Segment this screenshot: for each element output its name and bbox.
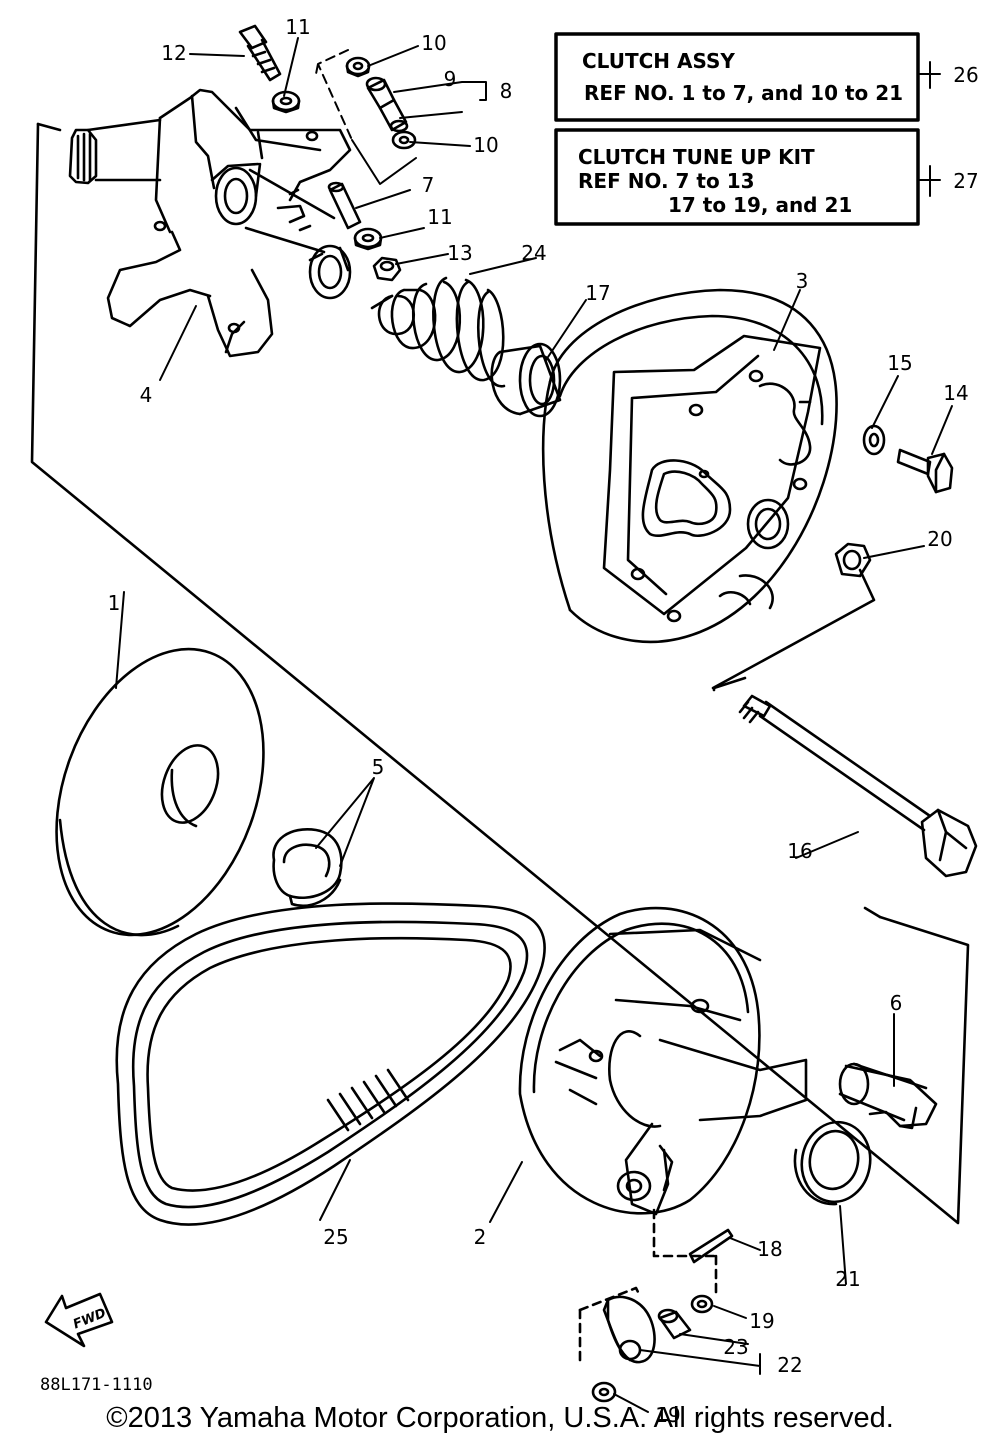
- callout-23: 23: [723, 1335, 748, 1359]
- part-6-sleeve: [838, 1062, 938, 1130]
- leader-lines: [115, 37, 953, 1413]
- callout-19-lower: 19: [655, 1403, 680, 1427]
- assembly-outline: [30, 122, 970, 1225]
- callout-2: 2: [474, 1225, 487, 1249]
- callout-10-top: 10: [421, 31, 446, 55]
- part-19-washer-lower: [591, 1381, 617, 1403]
- callout-4: 4: [140, 383, 153, 407]
- part-5-slider: [272, 828, 343, 907]
- tune-up-kit-refs-2: 17 to 19, and 21: [668, 193, 852, 217]
- callout-9: 9: [444, 67, 457, 91]
- part-10-washer-bottom: [391, 130, 417, 150]
- callout-6: 6: [890, 991, 903, 1015]
- part-9-roller: [365, 76, 409, 133]
- callout-13: 13: [447, 241, 472, 265]
- callout-22: 22: [777, 1353, 802, 1377]
- part-3-cover: [541, 288, 838, 644]
- callout-26: 26: [953, 63, 978, 87]
- part-17-bushing: [490, 342, 562, 418]
- part-23-collar: [657, 1308, 692, 1340]
- callout-3: 3: [796, 269, 809, 293]
- part-10-washer-top: [345, 56, 371, 78]
- part-15-washer: [862, 424, 886, 456]
- part-12-bolt: [238, 24, 282, 82]
- callout-14: 14: [943, 381, 968, 405]
- part-19-washer-upper: [690, 1294, 714, 1314]
- part-21-bushing: [793, 1120, 872, 1206]
- fwd-arrow-icon: [44, 1292, 114, 1348]
- callout-27: 27: [953, 169, 978, 193]
- tune-up-kit-box: [554, 128, 920, 226]
- copyright-notice: ©2013 Yamaha Motor Corporation, U.S.A. A…: [106, 1402, 894, 1434]
- bracket-lines: [315, 49, 417, 185]
- callout-21: 21: [835, 1267, 860, 1291]
- part-22-weight: [578, 1254, 718, 1366]
- part-4-spider: [68, 88, 352, 358]
- part-7-pin: [327, 181, 362, 230]
- part-25-belt: [115, 902, 546, 1226]
- part-13-nut: [372, 256, 402, 282]
- callout-8: 8: [500, 79, 513, 103]
- tune-up-kit-refs-1: REF NO. 7 to 13: [578, 169, 755, 193]
- callout-1: 1: [108, 591, 121, 615]
- clutch-assy-refs: REF NO. 1 to 7, and 10 to 21: [584, 81, 903, 105]
- tune-up-kit-title: CLUTCH TUNE UP KIT: [578, 145, 815, 169]
- callout-11-top: 11: [285, 15, 310, 39]
- part-16-bolt: [738, 694, 978, 878]
- part-1-sheave: [55, 647, 265, 937]
- part-24-spring: [370, 276, 506, 388]
- part-14-bolt: [896, 448, 954, 494]
- part-11-washer-upper: [271, 90, 301, 114]
- callout-24: 24: [521, 241, 546, 265]
- callout-7: 7: [422, 173, 435, 197]
- callout-19-upper: 19: [749, 1309, 774, 1333]
- clutch-assy-box: [554, 32, 920, 122]
- part-11-washer-lower: [353, 227, 383, 251]
- callout-20: 20: [927, 527, 952, 551]
- callout-11-bottom: 11: [427, 205, 452, 229]
- callout-17: 17: [585, 281, 610, 305]
- callout-25: 25: [323, 1225, 348, 1249]
- part-20-nut: [834, 542, 872, 578]
- callout-16: 16: [787, 839, 812, 863]
- callout-5: 5: [372, 755, 385, 779]
- callout-numbers: 1 2 3 4 5 6 7 8 9 10 10 11 11 12 13 14 1…: [108, 15, 979, 1427]
- callout-15: 15: [887, 351, 912, 375]
- callout-18: 18: [757, 1237, 782, 1261]
- part-18-pin: [652, 1208, 734, 1264]
- clutch-assy-title: CLUTCH ASSY: [582, 49, 735, 73]
- callout-12: 12: [161, 41, 186, 65]
- part-2-movable-sheave: [518, 906, 808, 1216]
- callout-10-bottom: 10: [473, 133, 498, 157]
- diagram-part-code: 88L171-1110: [40, 1375, 153, 1395]
